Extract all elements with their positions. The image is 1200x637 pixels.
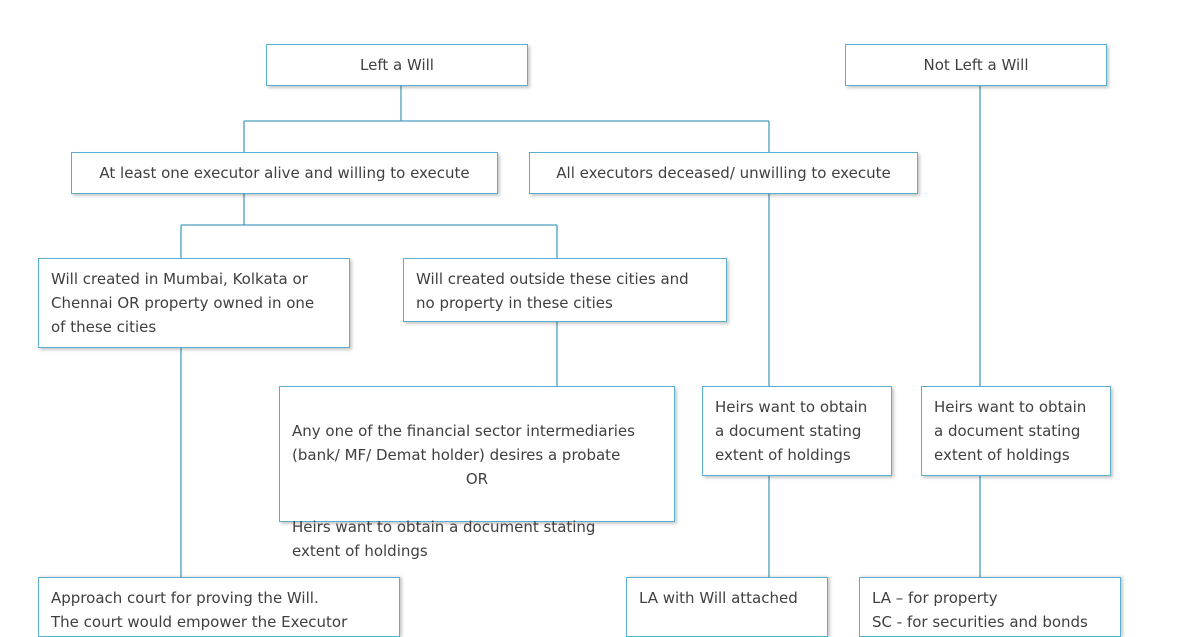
node-not-left-a-will: Not Left a Will xyxy=(845,44,1107,86)
node-intermediaries-or-heirs: Any one of the financial sector intermed… xyxy=(279,386,675,560)
or-label: OR xyxy=(465,470,489,488)
node-la-with-will: LA with Will attached xyxy=(626,577,828,637)
node-approach-court: Approach court for proving the Will. The… xyxy=(38,577,400,637)
node-will-in-cities: Will created in Mumbai, Kolkata or Chenn… xyxy=(38,258,350,348)
node-will-outside-cities: Will created outside these cities and no… xyxy=(403,258,727,322)
node-executors-deceased: All executors deceased/ unwilling to exe… xyxy=(529,152,918,194)
node-left-a-will: Left a Will xyxy=(266,44,528,86)
node-heirs-with-will: Heirs want to obtain a document stating … xyxy=(702,386,892,476)
heirs-text: Heirs want to obtain a document stating … xyxy=(292,518,596,560)
node-heirs-no-will: Heirs want to obtain a document stating … xyxy=(921,386,1111,476)
intermediaries-text: Any one of the financial sector intermed… xyxy=(292,422,635,464)
node-la-sc: LA – for property SC - for securities an… xyxy=(859,577,1121,637)
node-executor-alive: At least one executor alive and willing … xyxy=(71,152,498,194)
